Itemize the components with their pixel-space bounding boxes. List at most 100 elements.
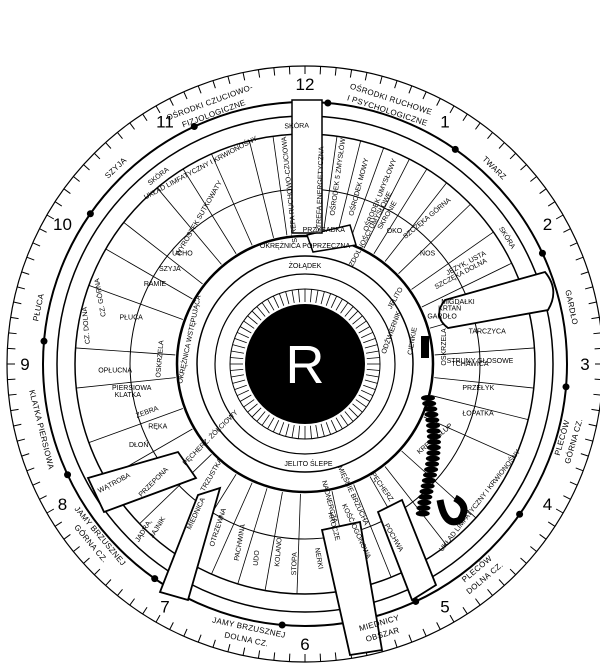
- pupil-ray: [364, 344, 378, 349]
- zone-label: PĘCHERZ: [369, 471, 394, 503]
- tick: [487, 589, 493, 596]
- clock-number: 3: [580, 355, 589, 374]
- pupil-ray: [251, 407, 262, 418]
- tick: [593, 332, 600, 335]
- clock-number: 4: [543, 495, 552, 514]
- zone-label: OPŁUCNA: [98, 367, 132, 374]
- tick: [54, 521, 63, 527]
- tick: [197, 85, 202, 94]
- zone-spoke: [349, 147, 385, 242]
- tick: [569, 481, 578, 486]
- tick: [530, 546, 537, 552]
- zone-spoke: [384, 182, 447, 262]
- pupil-ray: [298, 289, 300, 303]
- clock-number: 6: [300, 635, 309, 654]
- clock-number: 8: [58, 495, 67, 514]
- tick: [13, 423, 22, 427]
- tick: [591, 316, 600, 320]
- tick: [227, 643, 231, 652]
- energy-strip: [291, 99, 323, 234]
- zone-label: PŁUCA: [119, 314, 143, 321]
- tick: [169, 98, 174, 106]
- zone-label: OKO: [387, 228, 403, 235]
- pupil-ray: [315, 424, 319, 438]
- tick: [17, 286, 26, 290]
- pupil-ray: [325, 293, 332, 306]
- clock-dot: [64, 471, 72, 479]
- pituitary-shape: [306, 224, 357, 253]
- pupil-ray: [236, 389, 249, 397]
- pupil-ray: [234, 384, 247, 391]
- pupil-ray: [291, 424, 295, 438]
- tick: [509, 568, 517, 576]
- zone-label: ŻOŁĄDEK: [289, 261, 322, 270]
- zone-label: ODŹWIERNIK: [379, 309, 403, 354]
- ring-label: SKÓRA: [497, 225, 518, 251]
- vertebra: [426, 439, 441, 445]
- tick: [584, 438, 593, 442]
- vertebra: [424, 466, 439, 473]
- pupil-ray: [352, 315, 363, 325]
- vertebra: [421, 477, 436, 484]
- tick: [83, 557, 90, 564]
- tick: [584, 286, 593, 290]
- clock-number: 7: [160, 597, 169, 616]
- pupil-ray: [261, 302, 270, 314]
- clock-number: 1: [440, 113, 449, 132]
- vertebra: [426, 450, 441, 456]
- clock-number: 10: [53, 215, 72, 234]
- tick: [8, 332, 17, 335]
- zone-spoke: [373, 168, 428, 254]
- colon-outer-ring: [175, 234, 435, 494]
- tick: [54, 201, 63, 207]
- zone-spoke: [434, 347, 535, 356]
- tick: [563, 228, 571, 233]
- vertebra: [426, 422, 441, 429]
- pupil-ray: [355, 399, 367, 408]
- kidney-shape: [320, 520, 384, 657]
- clock-dot: [412, 597, 420, 605]
- tick: [379, 76, 383, 85]
- pupil-letter: R: [286, 335, 325, 395]
- zone-spoke: [272, 136, 288, 236]
- pupil-ray: [344, 411, 354, 422]
- vertebra: [423, 406, 438, 412]
- zone-spoke: [398, 203, 471, 274]
- clock-dot: [516, 510, 524, 518]
- tick: [591, 408, 600, 412]
- tick: [462, 113, 468, 122]
- tick: [242, 72, 246, 81]
- liver-shape: [86, 450, 198, 514]
- pupil-ray: [310, 425, 312, 439]
- clock-number: 11: [156, 113, 174, 132]
- pupil-ray: [335, 417, 343, 430]
- coccyx-shape: [436, 494, 468, 526]
- tick: [498, 579, 505, 586]
- zone-spoke: [322, 136, 338, 236]
- clock-number: 12: [296, 75, 315, 94]
- tick: [105, 579, 112, 586]
- pupil-ray: [363, 337, 376, 344]
- pupil-ray: [358, 326, 371, 334]
- tick: [63, 188, 71, 194]
- pupil-ray: [239, 394, 252, 402]
- zone-spoke: [248, 140, 274, 238]
- tick: [575, 467, 584, 472]
- tick: [46, 508, 55, 514]
- zone-spoke: [211, 482, 253, 575]
- zone-spokes: [75, 136, 535, 594]
- outer-region-label: PŁUCA: [31, 292, 46, 322]
- zone-spoke: [384, 466, 447, 546]
- zone-spoke: [363, 158, 410, 249]
- tick: [129, 598, 135, 606]
- pupil-ray: [267, 298, 275, 311]
- zone-label: RAMIE: [144, 281, 167, 288]
- zone-label: KRTAŃ: [438, 303, 461, 312]
- zone-label: SZYJA: [159, 266, 181, 273]
- zone-label: STRUNY GŁOSOWE: [447, 358, 514, 365]
- zone-label: CZ. GÓRNA: [92, 277, 108, 317]
- tick: [475, 598, 481, 606]
- tick: [580, 453, 589, 457]
- pupil: [245, 304, 365, 424]
- tick: [520, 557, 527, 564]
